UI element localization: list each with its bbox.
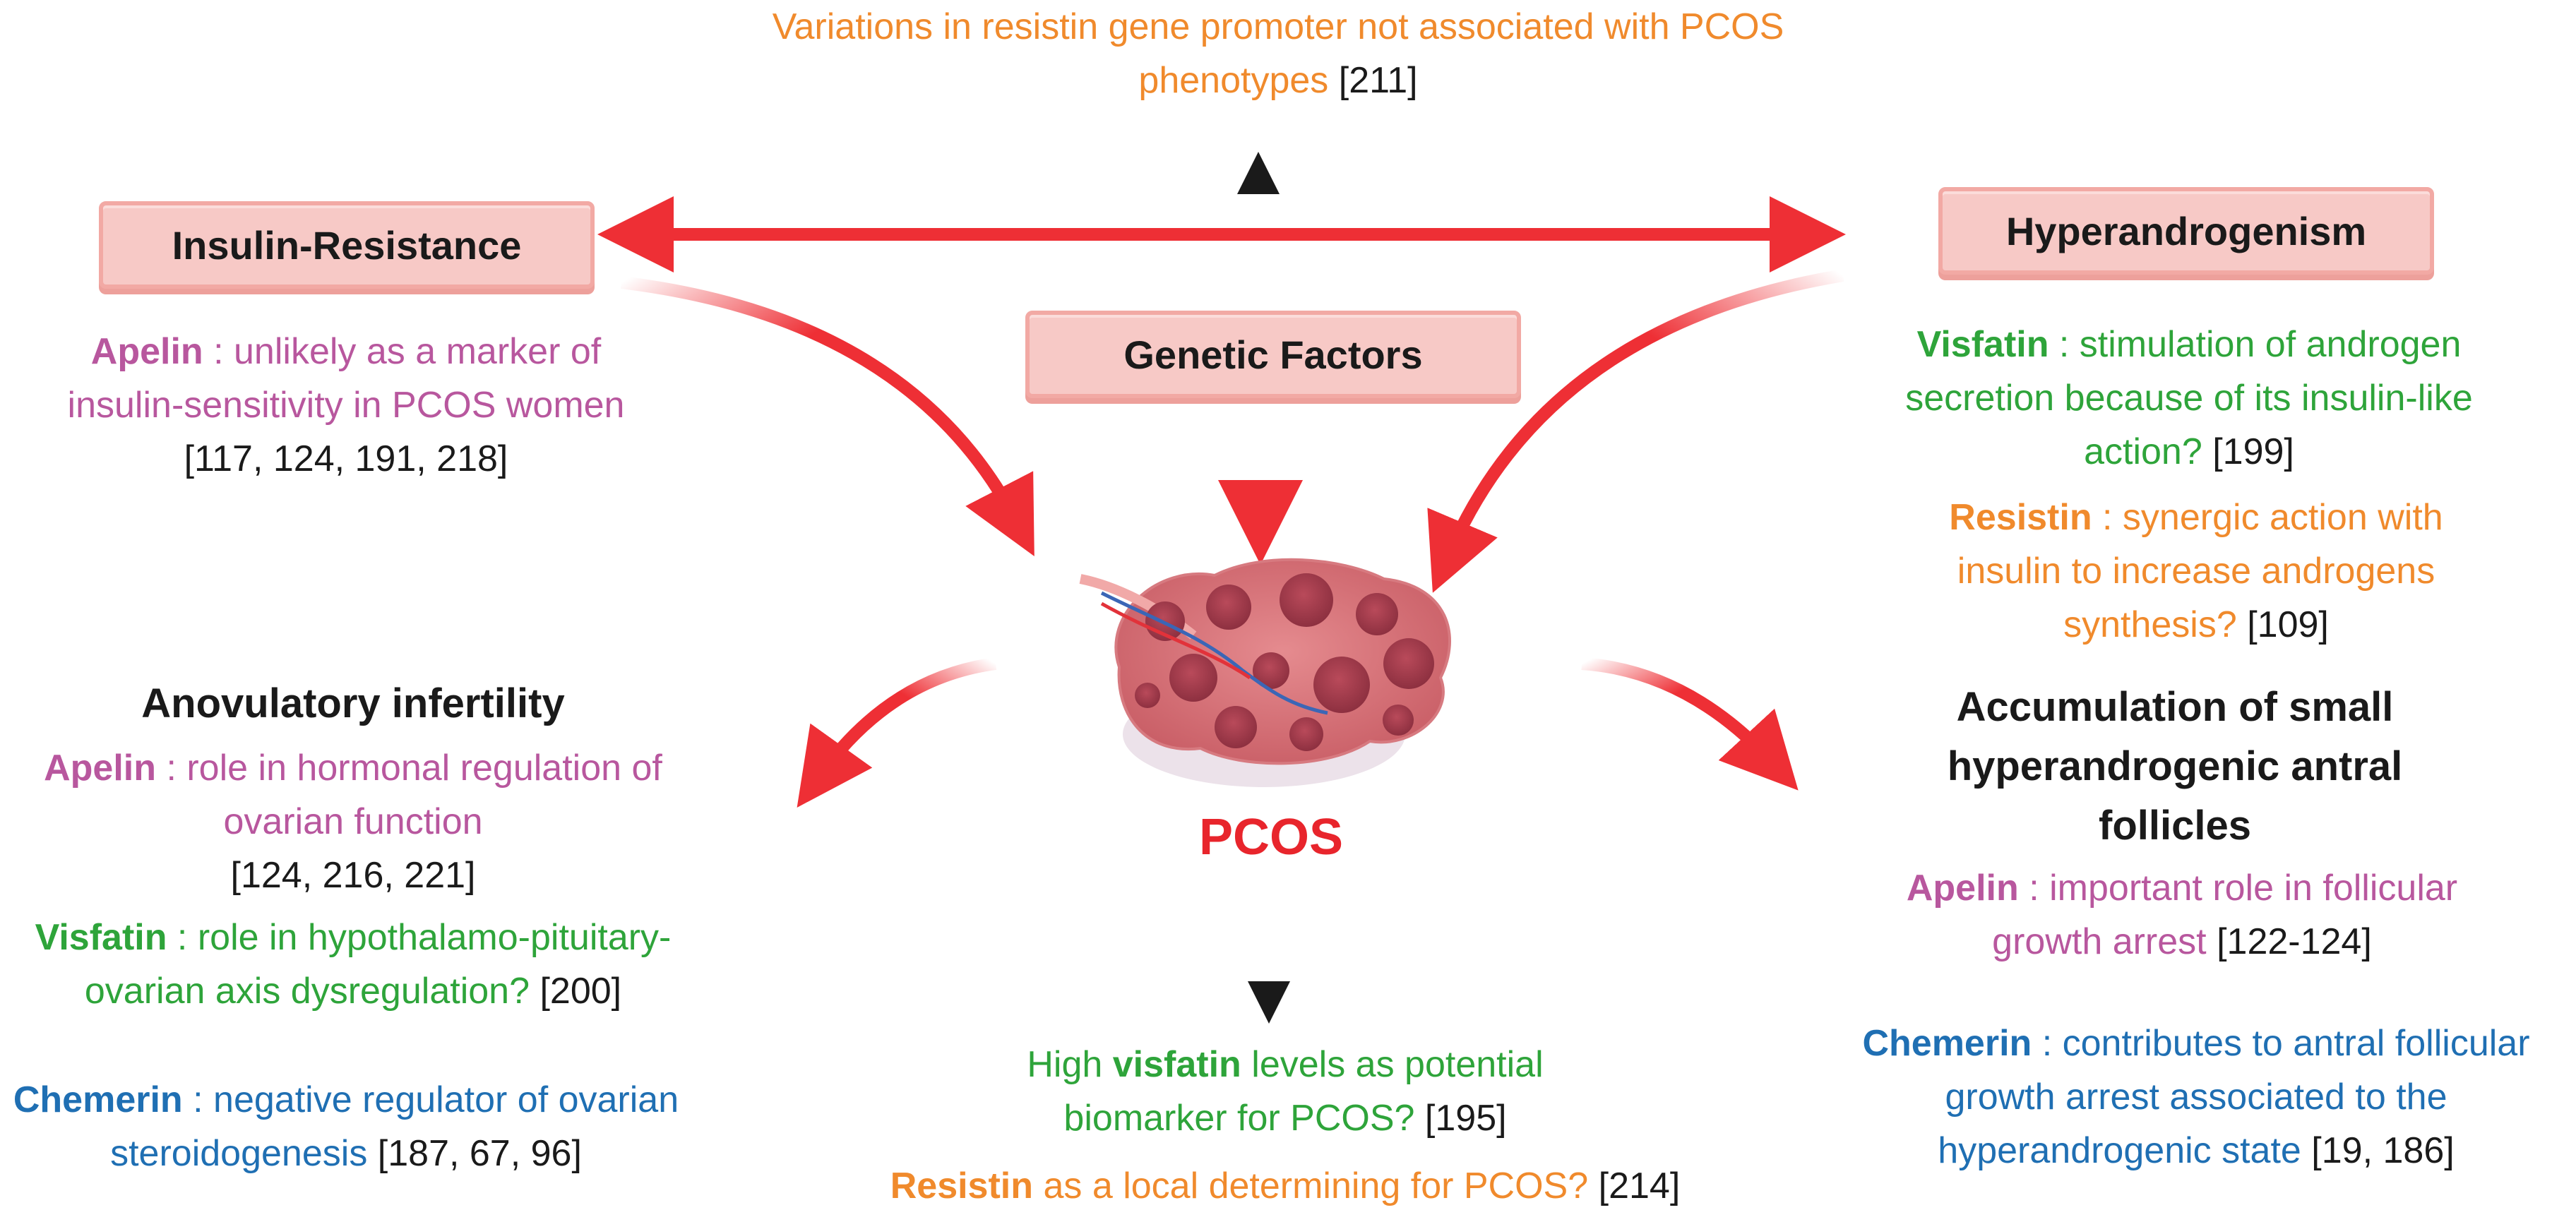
bottom-visfatin-prefix: High bbox=[1027, 1044, 1113, 1085]
insulin-resistance-box: Insulin-Resistance bbox=[99, 201, 595, 289]
insulin-note: Apelin : unlikely as a marker of insulin… bbox=[56, 325, 636, 486]
bottom-resistin-adipokine: Resistin bbox=[890, 1166, 1034, 1206]
hyperandrogenism-box: Hyperandrogenism bbox=[1938, 187, 2434, 275]
visfatin-ref: [199] bbox=[2202, 431, 2294, 472]
bottom-note-resistin: Resistin as a local determining for PCOS… bbox=[819, 1159, 1751, 1213]
visfatin-adipokine: Visfatin bbox=[1916, 324, 2049, 365]
insulin-note-ref: [117, 124, 191, 218] bbox=[184, 438, 508, 479]
genetic-factors-box: Genetic Factors bbox=[1025, 311, 1521, 398]
resistin-ref: [109] bbox=[2236, 604, 2329, 645]
bottom-resistin-ref: [214] bbox=[1588, 1166, 1681, 1206]
bottom-note-visfatin: High visfatin levels as potential biomar… bbox=[974, 1038, 1596, 1145]
top-note: Variations in resistin gene promoter not… bbox=[678, 0, 1878, 107]
insulin-note-adipokine: Apelin bbox=[90, 331, 203, 372]
anovulatory-chemerin-ref: [187, 67, 96] bbox=[367, 1133, 582, 1174]
follicles-chemerin-adipokine: Chemerin bbox=[1862, 1023, 2032, 1064]
follicles-note-apelin: Apelin : important role in follicular gr… bbox=[1864, 861, 2500, 969]
top-note-ref: [211] bbox=[1338, 60, 1418, 101]
anovulatory-title: Anovulatory infertility bbox=[141, 681, 565, 726]
bottom-visfatin-adipokine: visfatin bbox=[1112, 1044, 1241, 1085]
top-note-text: Variations in resistin gene promoter not… bbox=[772, 6, 1784, 101]
ovary-illustration bbox=[1079, 558, 1451, 787]
anovulatory-apelin-ref: [124, 216, 221] bbox=[230, 855, 476, 896]
anovulatory-note-chemerin: Chemerin : negative regulator of ovarian… bbox=[0, 1073, 692, 1180]
follicles-chemerin-ref: [19, 186] bbox=[2301, 1130, 2455, 1171]
follicles-apelin-ref: [122-124] bbox=[2206, 921, 2372, 962]
anovulatory-chemerin-adipokine: Chemerin bbox=[13, 1079, 183, 1120]
anovulatory-visfatin-adipokine: Visfatin bbox=[35, 917, 167, 958]
insulin-resistance-label: Insulin-Resistance bbox=[172, 222, 522, 268]
bottom-resistin-text: as a local determining for PCOS? bbox=[1033, 1166, 1589, 1206]
anovulatory-chemerin-text: : negative regulator of ovarian steroido… bbox=[110, 1079, 679, 1174]
bottom-visfatin-ref: [195] bbox=[1414, 1098, 1507, 1139]
arrow-pcos-to-anovulatory bbox=[797, 657, 997, 808]
insulin-note-text: : unlikely as a marker of insulin-sensit… bbox=[67, 331, 625, 426]
anovulatory-note-apelin: Apelin : role in hormonal regulation of … bbox=[42, 741, 664, 902]
resistin-text: : synergic action with insulin to increa… bbox=[1957, 497, 2443, 645]
hyperandrogenism-note-visfatin: Visfatin : stimulation of androgen secre… bbox=[1850, 318, 2528, 479]
anovulatory-visfatin-text: : role in hypothalamo-pituitary-ovarian … bbox=[84, 917, 672, 1012]
hyperandrogenism-note-resistin: Resistin : synergic action with insulin … bbox=[1907, 491, 2486, 652]
follicles-chemerin-text: : contributes to antral follicular growt… bbox=[1938, 1023, 2530, 1171]
resistin-adipokine: Resistin bbox=[1949, 497, 2092, 538]
follicles-note-chemerin: Chemerin : contributes to antral follicu… bbox=[1822, 1017, 2570, 1178]
follicles-apelin-text: : important role in follicular growth ar… bbox=[1992, 868, 2458, 962]
genetic-factors-label: Genetic Factors bbox=[1123, 332, 1423, 377]
arrow-insulin-to-pcos bbox=[620, 276, 1034, 556]
anovulatory-apelin-text: : role in hormonal regulation of ovarian… bbox=[156, 748, 662, 842]
arrow-pcos-to-follicles bbox=[1581, 657, 1799, 791]
anovulatory-apelin-adipokine: Apelin bbox=[44, 748, 157, 789]
anovulatory-visfatin-ref: [200] bbox=[530, 971, 622, 1012]
anovulatory-note-visfatin: Visfatin : role in hypothalamo-pituitary… bbox=[14, 911, 692, 1018]
arrow-hyperandrogenism-to-pcos bbox=[1427, 269, 1844, 593]
follicles-apelin-adipokine: Apelin bbox=[1906, 868, 2019, 909]
visfatin-text: : stimulation of androgen secretion beca… bbox=[1905, 324, 2473, 472]
hyperandrogenism-label: Hyperandrogenism bbox=[2005, 208, 2367, 253]
bottom-visfatin-text: levels as potential biomarker for PCOS? bbox=[1063, 1044, 1544, 1139]
follicles-title: Accumulation of small hyperandrogenic an… bbox=[1947, 684, 2403, 849]
pcos-label: PCOS bbox=[1198, 809, 1344, 865]
